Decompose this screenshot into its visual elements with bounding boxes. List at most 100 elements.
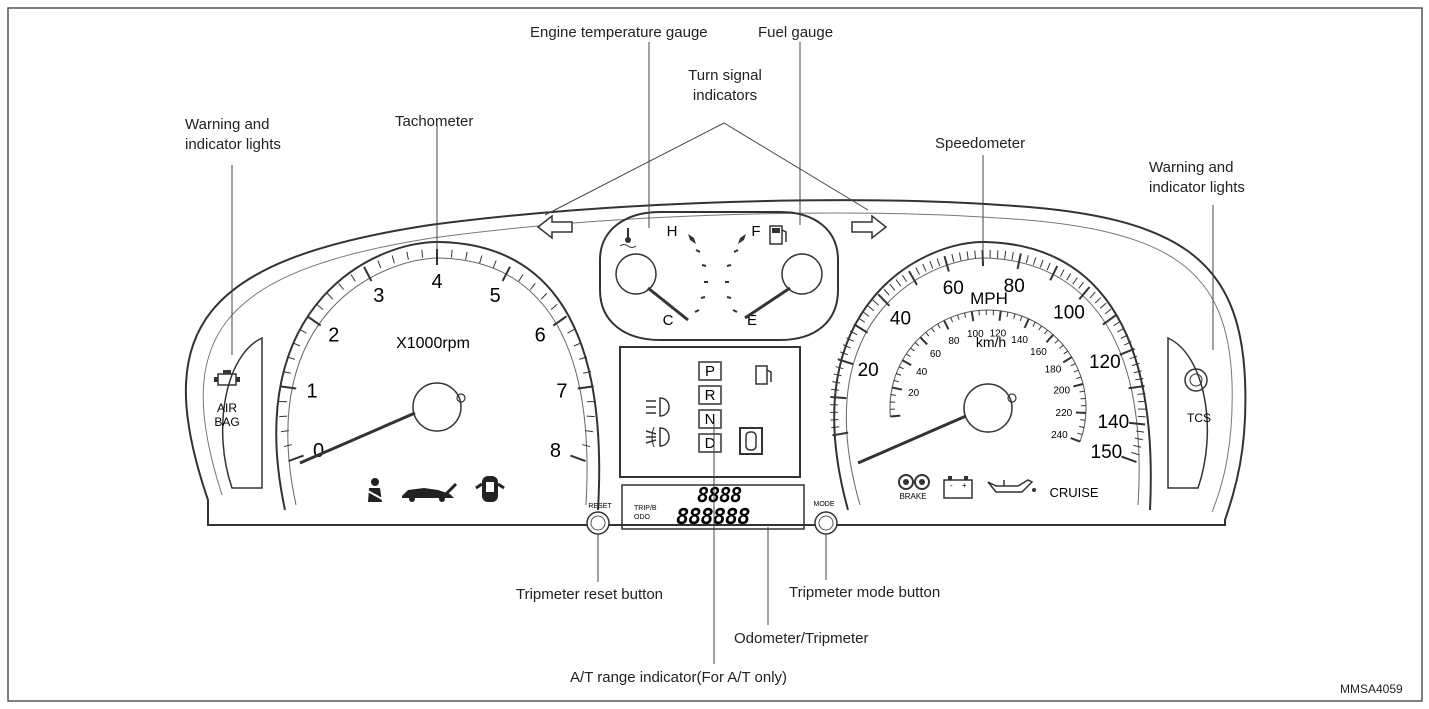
kmh-number: 80 xyxy=(948,336,960,347)
kmh-number: 180 xyxy=(1045,365,1062,376)
odo-label: ODO xyxy=(634,514,651,521)
oil-pressure-icon xyxy=(987,479,1036,493)
mph-number: 60 xyxy=(943,278,964,299)
gear-letter: N xyxy=(705,411,716,428)
door-open-icon xyxy=(475,476,505,502)
check-engine-icon xyxy=(214,370,240,386)
fuel-pump-icon xyxy=(769,225,787,245)
tach-number: 4 xyxy=(431,271,442,293)
mph-number: 140 xyxy=(1097,412,1129,433)
warning-left-callout-2: indicator lights xyxy=(185,136,281,153)
cruise-label: CRUISE xyxy=(1049,485,1098,500)
kmh-number: 120 xyxy=(990,329,1007,340)
odometer-callout: Odometer/Tripmeter xyxy=(734,630,869,647)
warning-right-callout-2: indicator lights xyxy=(1149,179,1245,196)
fuel-full-label: F xyxy=(751,223,760,240)
high-beam-icon xyxy=(646,397,670,417)
airbag-label-1: AIR xyxy=(217,401,237,415)
tach-number: 7 xyxy=(556,381,567,403)
trip-reset-callout: Tripmeter reset button xyxy=(516,586,664,603)
tach-needle xyxy=(299,411,416,465)
temp-hub xyxy=(615,253,657,295)
trunk-open-icon xyxy=(402,482,458,502)
gear-box xyxy=(698,433,722,453)
temp-scale xyxy=(694,249,708,313)
turn-signal-callout-2: indicators xyxy=(692,87,758,104)
tcs-icon xyxy=(1184,368,1208,392)
mph-number: 150 xyxy=(1091,442,1123,463)
kmh-number: 100 xyxy=(967,329,984,340)
speed-tick-marks xyxy=(830,250,1146,463)
mode-button-label: MODE xyxy=(814,501,835,508)
temp-fuel-gauge-panel: H C F E xyxy=(599,211,839,341)
gear-box xyxy=(698,361,722,381)
odo-top-digits: 8888 xyxy=(697,483,742,507)
leader-lines xyxy=(231,42,1214,664)
gear-box xyxy=(698,409,722,429)
gear-letter: P xyxy=(705,363,715,380)
cluster-housing-inner xyxy=(202,212,1233,513)
right-warning-pod xyxy=(1167,336,1209,489)
fog-light-icon xyxy=(645,426,670,448)
kmh-number: 60 xyxy=(930,349,942,360)
speed-hub xyxy=(963,383,1013,433)
gear-letter: R xyxy=(705,387,716,404)
cluster-housing xyxy=(184,199,1247,526)
temp-cold-label: C xyxy=(663,312,674,329)
reset-button-label: RESET xyxy=(588,503,612,510)
kmh-number: 220 xyxy=(1056,408,1073,419)
kmh-scale xyxy=(889,309,1087,443)
mph-number: 20 xyxy=(858,360,879,381)
seatbelt-icon xyxy=(365,478,385,502)
tach-number: 0 xyxy=(313,440,324,462)
gear-box xyxy=(698,385,722,405)
mph-number: 100 xyxy=(1053,302,1085,323)
tach-number: 2 xyxy=(328,325,339,347)
tach-number: 3 xyxy=(373,285,384,307)
at-range-callout: A/T range indicator(For A/T only) xyxy=(570,669,788,686)
tach-hub xyxy=(412,382,462,432)
tripmeter-reset-button[interactable] xyxy=(586,511,610,535)
turn-signal-callout-1: Turn signal xyxy=(688,67,762,84)
kmh-number: 160 xyxy=(1030,347,1047,358)
svg-text:+: + xyxy=(962,481,967,490)
fuel-scale xyxy=(725,249,739,313)
coolant-temp-icon xyxy=(619,228,637,248)
brake-icon xyxy=(898,474,930,490)
figure-frame xyxy=(7,7,1423,702)
figure-code: MMSA4059 xyxy=(1340,682,1403,696)
tach-number: 5 xyxy=(490,285,501,307)
tripmeter-mode-button[interactable] xyxy=(814,511,838,535)
kmh-number: 140 xyxy=(1011,335,1028,346)
left-warning-pod xyxy=(221,336,263,489)
kmh-number: 200 xyxy=(1053,385,1070,396)
battery-icon: - + xyxy=(943,476,973,499)
kmh-number: 240 xyxy=(1051,430,1068,441)
mph-number: 80 xyxy=(1004,276,1025,297)
odo-bottom-digits: 888888 xyxy=(676,505,750,530)
brake-label: BRAKE xyxy=(899,492,926,501)
trip-b-label: TRIP/B xyxy=(634,505,657,512)
tcs-label: TCS xyxy=(1187,411,1211,425)
tach-tick-marks xyxy=(279,249,595,462)
speedometer-callout: Speedometer xyxy=(935,135,1026,152)
tach-unit-label: X1000rpm xyxy=(396,335,470,352)
trip-mode-callout: Tripmeter mode button xyxy=(789,584,941,601)
left-turn-arrow-icon xyxy=(536,214,573,240)
gear-letter: D xyxy=(705,435,716,452)
tach-number: 6 xyxy=(535,325,546,347)
temp-hot-label: H xyxy=(667,223,678,240)
airbag-label-2: BAG xyxy=(214,415,239,429)
tachometer-callout: Tachometer xyxy=(395,113,474,130)
door-ajar-icon xyxy=(739,427,763,455)
fuel-hub xyxy=(781,253,823,295)
kmh-number: 40 xyxy=(916,367,928,378)
speed-needle xyxy=(857,414,967,465)
fuel-needle xyxy=(744,286,791,320)
